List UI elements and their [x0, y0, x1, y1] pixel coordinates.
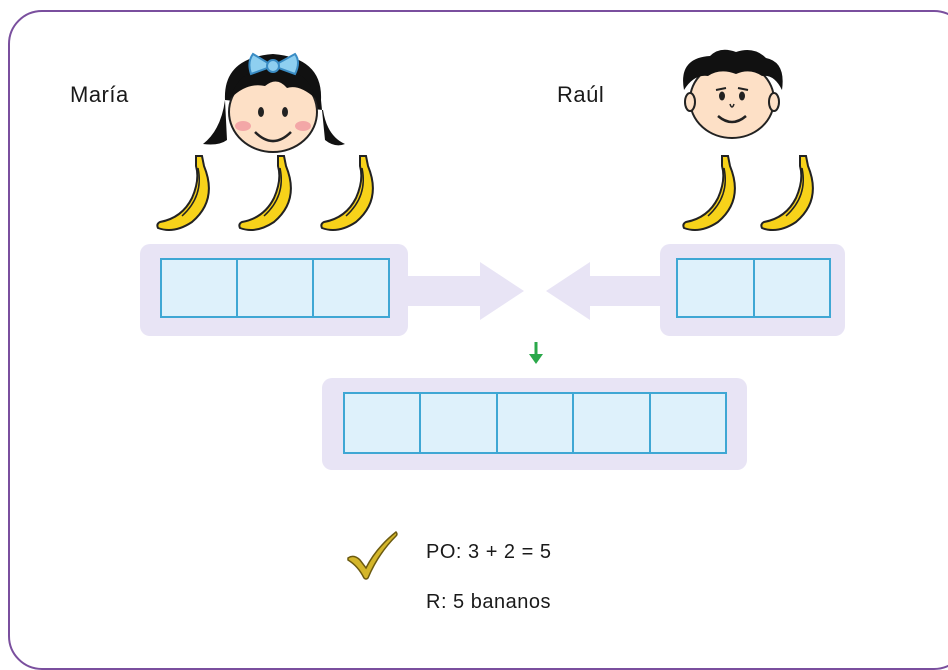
- merge-arrows: [400, 262, 670, 320]
- cell: [755, 260, 830, 316]
- down-arrow-icon: [529, 342, 543, 364]
- raul-cells: [676, 258, 831, 318]
- banana-icon: [760, 155, 814, 231]
- banana-icon: [238, 155, 292, 231]
- total-cells: [343, 392, 727, 454]
- response-text: R: 5 bananos: [426, 591, 551, 613]
- banana-icon: [682, 155, 736, 231]
- cell: [574, 394, 651, 452]
- cell: [678, 260, 755, 316]
- cell: [421, 394, 498, 452]
- cell: [651, 394, 725, 452]
- checkmark-icon: [347, 530, 398, 580]
- maria-cells: [160, 258, 390, 318]
- boy-face-icon: [683, 49, 783, 139]
- operation-text: PO: 3 + 2 = 5: [426, 541, 552, 563]
- card-frame: [8, 10, 948, 670]
- cell: [238, 260, 314, 316]
- cell: [345, 394, 422, 452]
- cell: [314, 260, 388, 316]
- cell: [498, 394, 575, 452]
- girl-face-icon: [203, 52, 345, 153]
- banana-icon: [320, 155, 374, 231]
- cell: [162, 260, 238, 316]
- banana-icon: [156, 155, 210, 231]
- name-maria: María: [70, 82, 129, 107]
- name-raul: Raúl: [557, 82, 605, 107]
